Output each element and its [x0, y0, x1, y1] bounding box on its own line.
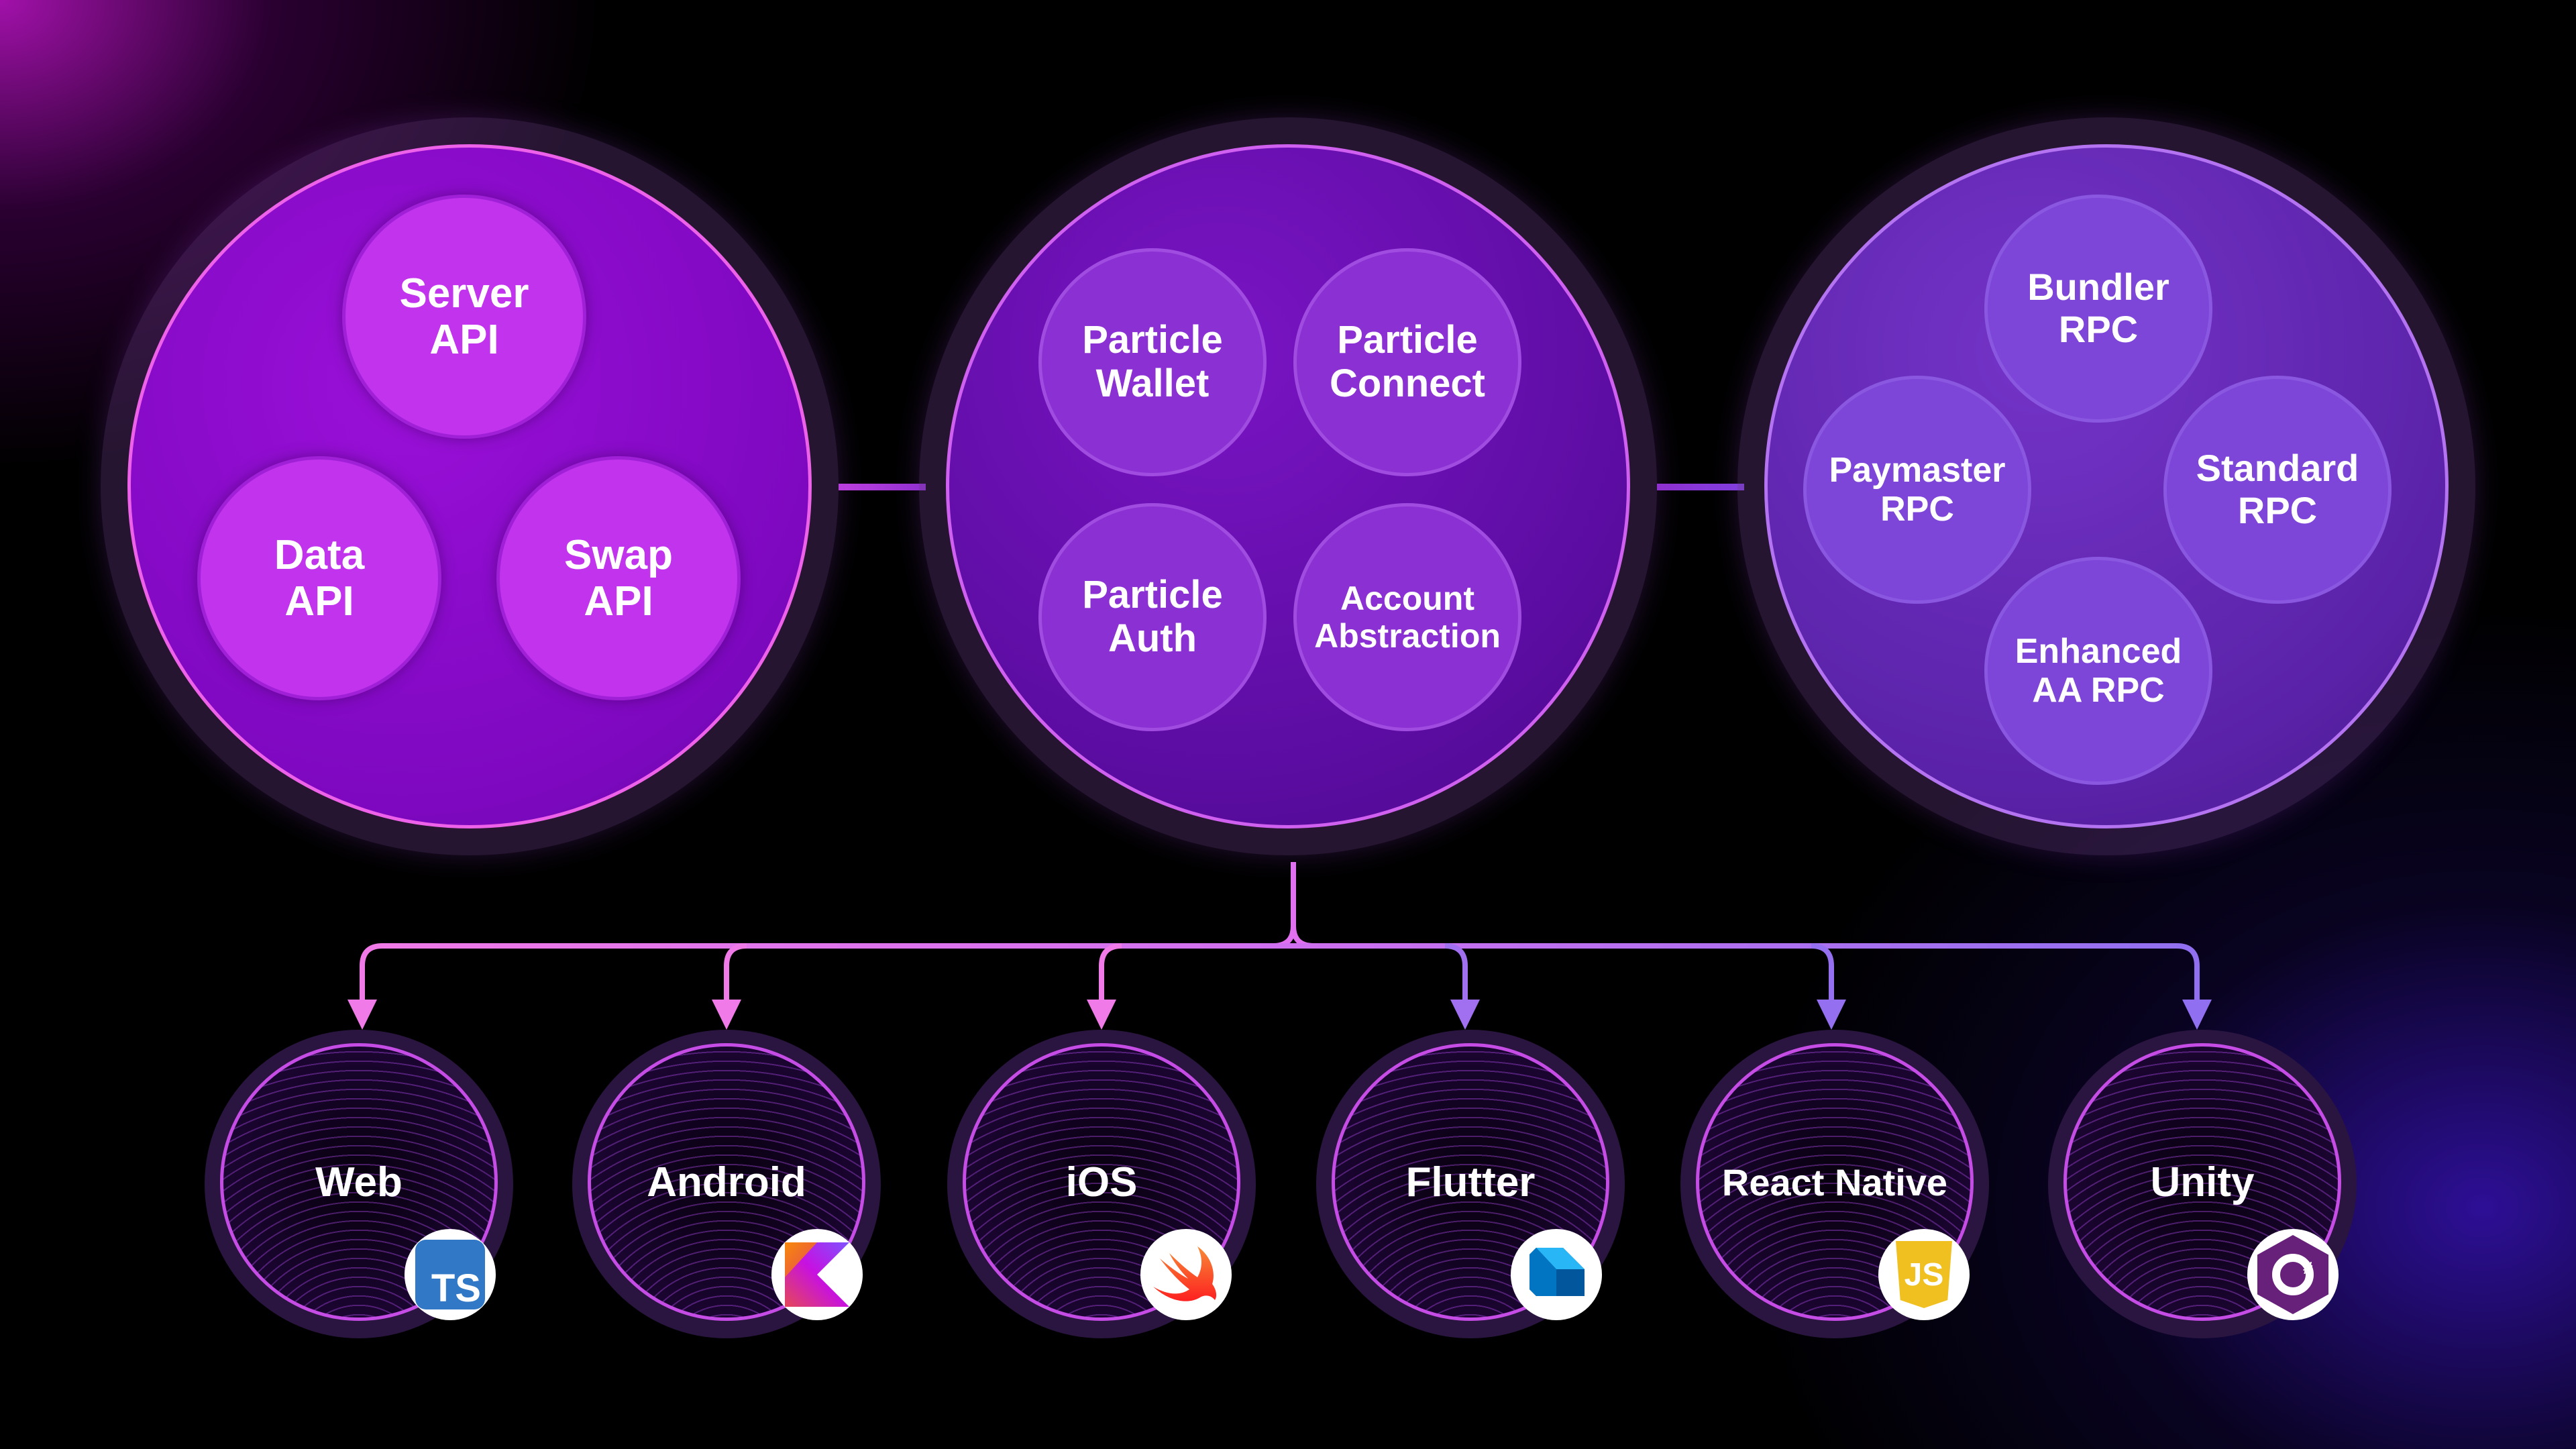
server-api-line2: API	[429, 317, 499, 363]
arrow-stem-react-native	[1811, 943, 1834, 1003]
react-native-label: React Native	[1721, 1161, 1948, 1203]
connector-middle-right	[1657, 484, 1744, 490]
arrow-stem-web	[360, 943, 383, 1003]
arrow-stem-android	[724, 943, 747, 1003]
flutter-label: Flutter	[1405, 1159, 1536, 1205]
data-api-line1: Data	[274, 531, 365, 578]
enhanced-aa-rpc-line1: Enhanced	[2015, 631, 2182, 671]
tree-trunk	[1291, 862, 1314, 949]
paymaster-rpc-bubble: Paymaster RPC	[1803, 376, 2031, 604]
android-platform-circle: Android	[588, 1043, 865, 1321]
account-abstraction-line1: Account	[1340, 580, 1474, 617]
particle-auth-line2: Auth	[1108, 616, 1197, 660]
javascript-icon: JS	[1878, 1229, 1970, 1320]
particle-wallet-line1: Particle	[1082, 318, 1223, 362]
csharp-icon-text: #	[2303, 1258, 2313, 1278]
account-abstraction-bubble: Account Abstraction	[1293, 503, 1521, 731]
particle-auth-line1: Particle	[1082, 573, 1223, 617]
javascript-icon-text: JS	[1904, 1256, 1944, 1293]
kotlin-icon	[771, 1229, 863, 1320]
typescript-icon-text: TS	[431, 1267, 481, 1310]
enhanced-aa-rpc-bubble: Enhanced AA RPC	[1984, 557, 2212, 785]
standard-rpc-bubble: Standard RPC	[2163, 376, 2392, 604]
standard-rpc-line1: Standard	[2196, 447, 2359, 490]
react-native-platform-circle: React Native	[1696, 1043, 1974, 1321]
arrow-stem-flutter	[1444, 943, 1468, 1003]
bundler-rpc-line1: Bundler	[2027, 266, 2169, 309]
particle-wallet-line2: Wallet	[1095, 362, 1210, 405]
swift-logo-svg	[1153, 1246, 1217, 1301]
data-api-bubble: Data API	[197, 456, 441, 700]
data-api-line2: API	[284, 578, 354, 625]
particle-connect-bubble: Particle Connect	[1293, 248, 1521, 476]
typescript-icon: TS	[405, 1229, 496, 1320]
arrowhead-unity	[2182, 1000, 2212, 1030]
account-abstraction-line2: Abstraction	[1314, 617, 1501, 655]
bundler-rpc-bubble: Bundler RPC	[1984, 195, 2212, 423]
unity-label: Unity	[2150, 1159, 2255, 1205]
swap-api-line1: Swap	[564, 531, 673, 578]
standard-rpc-line2: RPC	[2237, 489, 2318, 531]
csharp-icon: #	[2247, 1229, 2339, 1320]
server-api-bubble: Server API	[342, 195, 586, 439]
enhanced-aa-rpc-line2: AA RPC	[2032, 671, 2165, 710]
kotlin-logo-svg	[785, 1242, 849, 1307]
server-api-line1: Server	[399, 270, 529, 317]
arrowhead-flutter	[1450, 1000, 1480, 1030]
dart-logo-svg	[1529, 1248, 1585, 1296]
core-group-circle	[946, 144, 1630, 828]
swap-api-line2: API	[584, 578, 653, 625]
particle-connect-line2: Connect	[1330, 362, 1485, 405]
ios-label: iOS	[1065, 1159, 1138, 1205]
web-label: Web	[315, 1159, 402, 1205]
dart-icon	[1511, 1229, 1602, 1320]
tree-trunk-left	[1273, 925, 1296, 949]
paymaster-rpc-line1: Paymaster	[1829, 450, 2006, 490]
arrowhead-ios	[1087, 1000, 1116, 1030]
paymaster-rpc-line2: RPC	[1880, 490, 1954, 529]
connector-left-middle	[839, 484, 926, 490]
arrow-stem-unity	[2176, 943, 2200, 1003]
arrowhead-web	[347, 1000, 377, 1030]
swap-api-bubble: Swap API	[496, 456, 741, 700]
swift-icon	[1140, 1229, 1232, 1320]
android-label: Android	[647, 1159, 806, 1205]
bundler-rpc-line2: RPC	[2058, 308, 2139, 350]
particle-auth-bubble: Particle Auth	[1038, 503, 1267, 731]
arrowhead-react-native	[1817, 1000, 1846, 1030]
particle-wallet-bubble: Particle Wallet	[1038, 248, 1267, 476]
arrowhead-android	[712, 1000, 741, 1030]
particle-connect-line1: Particle	[1337, 318, 1478, 362]
arrow-stem-ios	[1099, 943, 1122, 1003]
